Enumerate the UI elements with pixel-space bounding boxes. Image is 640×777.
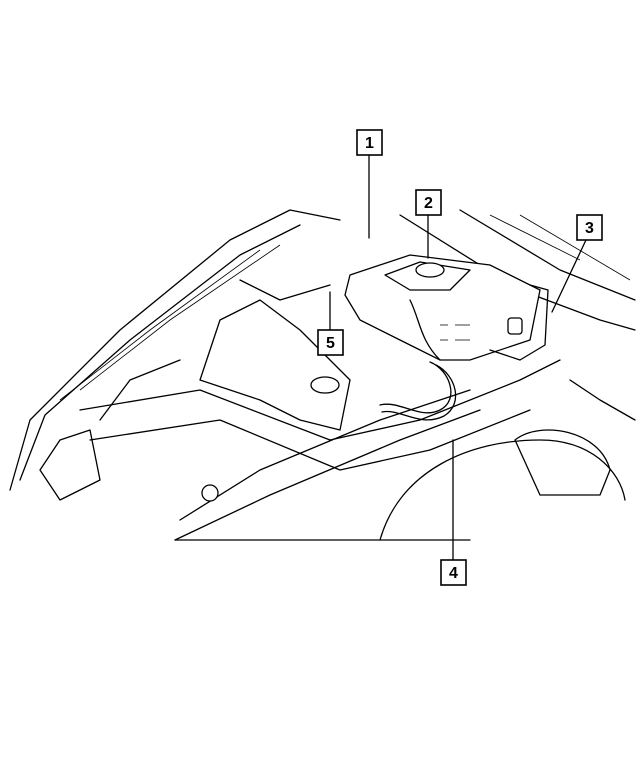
- svg-text:3: 3: [585, 220, 594, 237]
- washer-pump: [507, 317, 523, 335]
- mounting-bracket: [489, 284, 549, 361]
- fender-outline: [9, 209, 341, 501]
- svg-text:1: 1: [365, 135, 374, 152]
- svg-text:5: 5: [326, 335, 335, 352]
- callout-4: 4: [440, 439, 467, 586]
- svg-text:4: 4: [449, 565, 458, 582]
- filler-neck: [384, 261, 471, 291]
- wire-harness: [239, 279, 331, 301]
- right-fender: [399, 209, 636, 421]
- callout-1: 1: [356, 129, 383, 239]
- washer-hose: [379, 361, 452, 414]
- shock-tower: [199, 299, 351, 431]
- callout-3: 3: [551, 214, 603, 313]
- frame-rail: [79, 359, 561, 541]
- callout-5: 5: [317, 291, 344, 356]
- washer-reservoir: [344, 254, 549, 361]
- callout-2: 2: [415, 189, 442, 259]
- wheel-well: [379, 429, 626, 541]
- reservoir-cap: [415, 262, 445, 278]
- svg-text:2: 2: [424, 195, 433, 212]
